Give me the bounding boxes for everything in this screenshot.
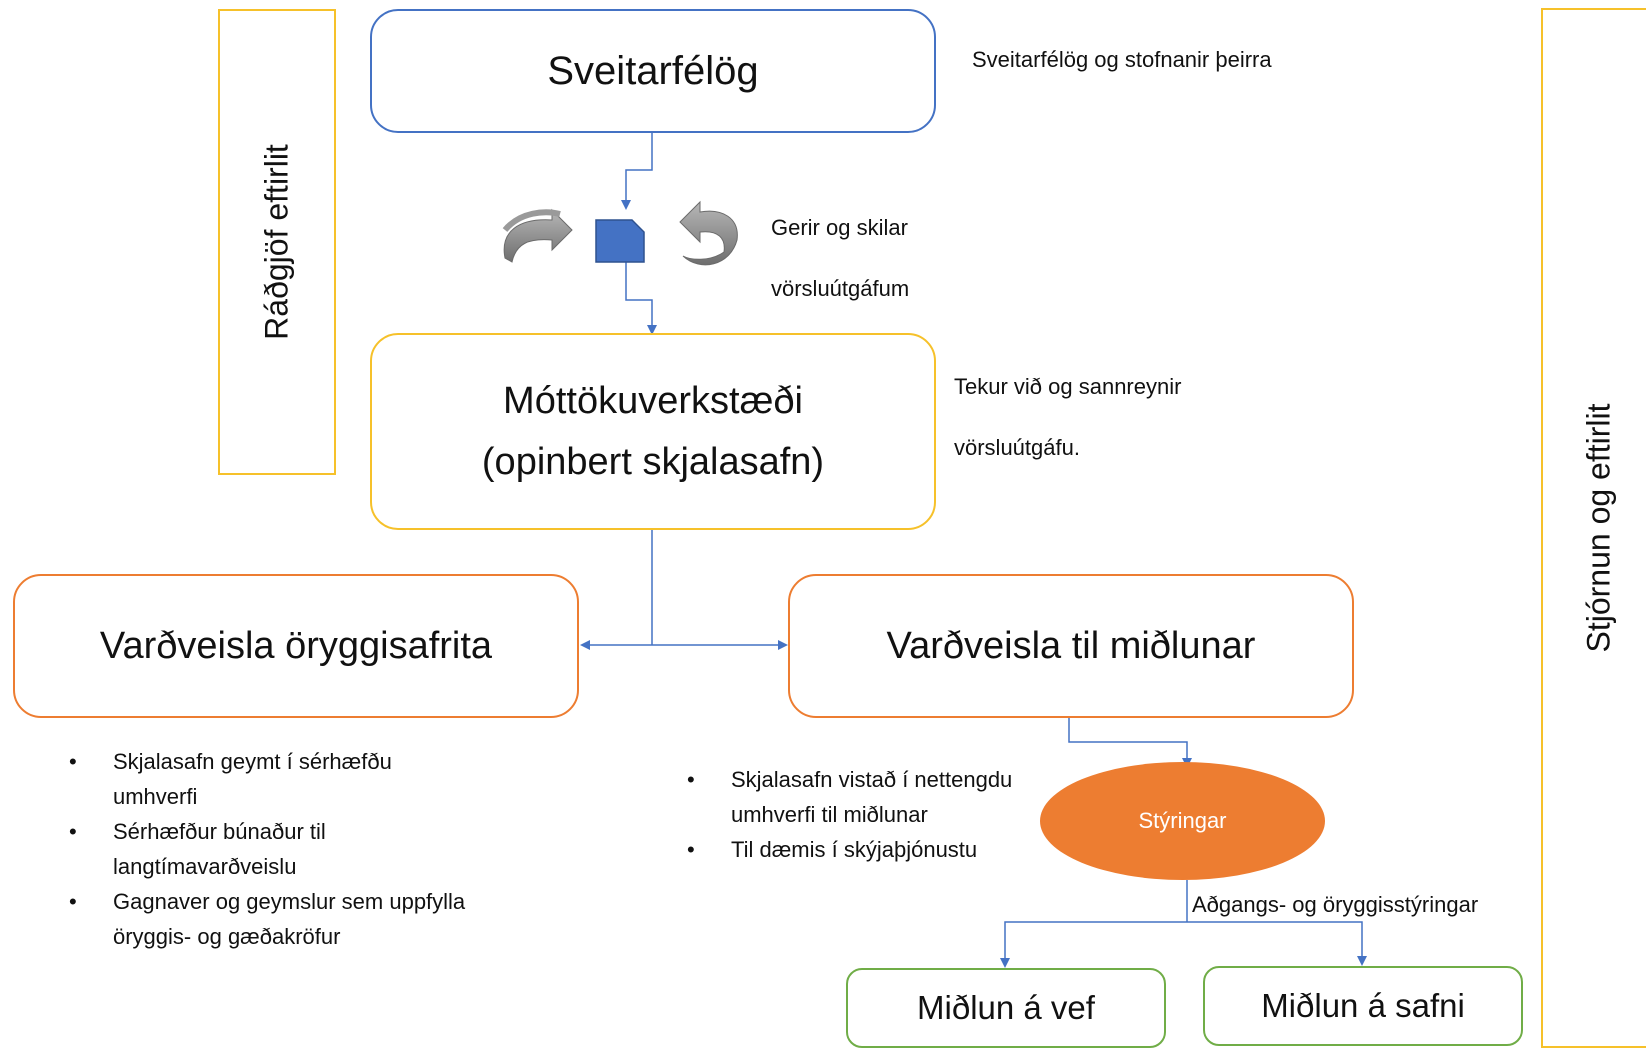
note-gerir-line2: vörsluútgáfum: [771, 276, 910, 301]
side-left-label: Ráðgjöf eftirlit: [258, 144, 295, 340]
arrow-midlunar-to-styringar: [1068, 717, 1192, 768]
node-midlun-safni-label: Miðlun á safni: [1261, 987, 1465, 1024]
node-vardveisla-midlunar: Varðveisla til miðlunar: [788, 574, 1354, 718]
document-icon: [595, 219, 645, 263]
side-right-label: Stjórnun og eftirlit: [1580, 403, 1617, 653]
note-tekur-line1: Tekur við og sannreynir: [954, 374, 1182, 399]
node-styringar: Stýringar: [1040, 762, 1325, 880]
note-sveitarfelog: Sveitarfélög og stofnanir þeirra: [972, 47, 1272, 72]
node-mottokuverkstaedi: Móttökuverkstæði (opinbert skjalasafn): [370, 333, 936, 530]
rotate-left-icon: [502, 208, 573, 263]
arrow-to-vef: [1000, 921, 1187, 968]
arrow-doc-to-mottoku: [625, 262, 657, 335]
node-midlunar-label: Varðveisla til miðlunar: [886, 624, 1256, 667]
node-vardveisla-oryggisafrita: Varðveisla öryggisafrita: [13, 574, 579, 718]
node-mottoku-line1: Móttökuverkstæði: [503, 379, 803, 422]
node-midlun-safni: Miðlun á safni: [1203, 966, 1523, 1046]
note-gerir-line1: Gerir og skilar: [771, 215, 908, 240]
node-sveitarfelog: Sveitarfélög: [370, 9, 936, 133]
list-item: Gagnaver og geymslur sem uppfyllaöryggis…: [69, 884, 465, 954]
node-mottoku-line2: (opinbert skjalasafn): [481, 440, 825, 483]
node-styringar-label: Stýringar: [1138, 808, 1227, 833]
list-item: Til dæmis í skýjaþjónustu: [687, 832, 1012, 867]
node-sveitarfelog-label: Sveitarfélög: [547, 48, 759, 93]
node-midlun-vef-label: Miðlun á vef: [917, 989, 1095, 1026]
arrow-to-safni: [1187, 921, 1367, 966]
arrow-sveitar-to-doc: [621, 133, 653, 210]
node-oryggis-label: Varðveisla öryggisafrita: [99, 624, 493, 667]
node-midlun-vef: Miðlun á vef: [846, 968, 1166, 1048]
note-tekur-line2: vörsluútgáfu.: [954, 435, 1080, 460]
side-panel-left: Ráðgjöf eftirlit: [218, 9, 336, 475]
note-adgangs: Aðgangs- og öryggisstýringar: [1192, 892, 1479, 917]
rotate-right-icon: [679, 200, 738, 266]
side-panel-right: Stjórnun og eftirlit: [1541, 8, 1646, 1048]
